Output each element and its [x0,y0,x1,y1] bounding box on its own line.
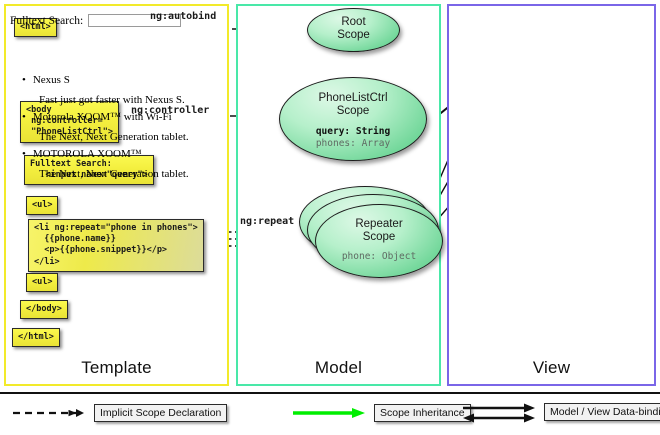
view-item-name: MOTOROLA XOOM™ [32,148,142,160]
code-box-fulltext-search[interactable]: Fulltext Search: <input name="query"> [24,155,154,186]
legend-label-scope-inheritance: Scope Inheritance [374,404,471,422]
template-column: Template [4,4,229,386]
model-column-label: Model [314,358,363,377]
legend-label-model-view-data-binding: Model / View Data-binding [544,403,660,421]
edge-label-ng-repeat: ng:repeat [240,216,295,227]
legend-separator [0,392,660,394]
phonelistctrl-scope-ellipse[interactable]: PhoneListCtrl Scope query: String phones… [279,77,427,161]
view-column: View [447,4,656,386]
view-item-snippet: The Next, Next Generation tablet. [39,168,189,180]
scope-property-query: query: String [315,125,391,137]
phonelistctrl-scope-properties: query: String phones: Array [280,126,426,150]
view-search-input[interactable] [88,14,182,27]
repeater-scope-properties: phone: Object [341,250,417,262]
code-box-html-close[interactable]: </html> [12,328,60,348]
legend-item-scope-inheritance: Scope Inheritance [292,404,471,422]
scope-property-phones: phones: Array [315,137,391,149]
view-list-item[interactable]: • Nexus S Fast just got faster with Nexu… [22,74,207,106]
bidirectional-arrow-icon [463,403,535,423]
bullet-icon: • [22,74,26,86]
repeater-scope-ellipse-front[interactable]: Repeater Scope phone: Object [315,204,443,278]
bullet-icon: • [22,148,26,160]
view-item-name: Nexus S [32,74,70,86]
view-item-snippet: Fast just got faster with Nexus S. [39,94,185,106]
legend-label-implicit-scope-declaration: Implicit Scope Declaration [94,404,228,422]
view-item-name-row: • Nexus S [22,74,207,86]
view-item-name: Motorola XOOM™ with Wi-Fi [32,111,172,123]
green-arrow-icon [293,408,365,418]
view-column-label: View [532,358,571,377]
root-scope-ellipse[interactable]: Root Scope [307,8,400,52]
view-search-label: Fulltext Search: [10,14,84,27]
view-phone-list: • Nexus S Fast just got faster with Nexu… [22,74,207,185]
view-search-row: Fulltext Search: [10,14,200,27]
code-box-ul-open[interactable]: <ul> [26,196,59,216]
legend-item-model-view-data-binding: Model / View Data-binding [462,399,660,425]
root-scope-title: Root Scope [337,16,370,41]
view-item-name-row: • MOTOROLA XOOM™ [22,148,207,160]
view-list-item[interactable]: • MOTOROLA XOOM™ The Next, Next Generati… [22,148,207,180]
edge-label-ng-controller: ng:controller [131,105,210,116]
code-box-ul-close[interactable]: <ul> [26,273,59,293]
code-box-li-repeat[interactable]: <li ng:repeat="phone in phones"> {{phone… [28,219,204,272]
edge-label-ng-autobind: ng:autobind [150,11,217,22]
view-item-name-row: • Motorola XOOM™ with Wi-Fi [22,111,207,123]
phonelistctrl-scope-title: PhoneListCtrl Scope [318,92,388,117]
code-box-body-open[interactable]: <body ng:controller= "PhoneListCtrl"> [20,101,119,143]
bullet-icon: • [22,111,26,123]
dashed-arrow-icon [13,409,84,417]
legend-item-implicit-scope-declaration: Implicit Scope Declaration [12,404,228,422]
template-column-label: Template [81,358,152,377]
legend: Implicit Scope Declaration Scope Inherit… [0,396,660,435]
view-item-snippet: The Next, Next Generation tablet. [39,131,189,143]
code-box-html-open[interactable]: <html> [14,18,57,38]
code-box-body-close[interactable]: </body> [20,300,68,320]
repeater-scope-title: Repeater Scope [355,218,403,243]
view-list-item[interactable]: • Motorola XOOM™ with Wi-Fi The Next, Ne… [22,111,207,143]
